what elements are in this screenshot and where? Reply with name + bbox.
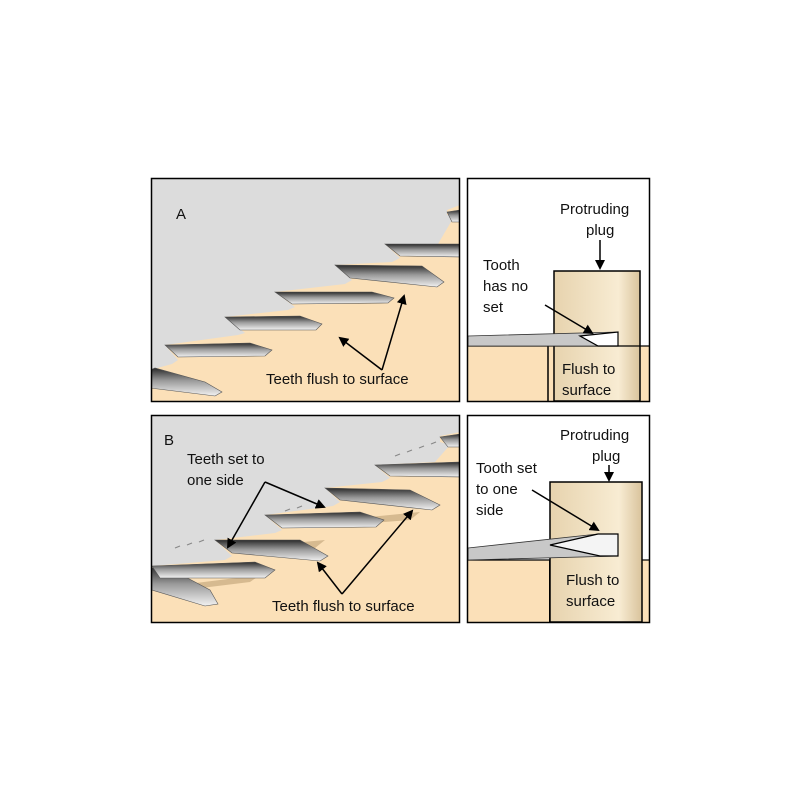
panel-b-flush-label: Teeth flush to surface: [272, 598, 415, 615]
panel-a-tooth-2: [164, 342, 273, 358]
panel-b-letter: B: [164, 432, 174, 449]
panel-a-bottom-label-1: Flush to: [562, 361, 615, 378]
panel-b-flush-arrow-1: [316, 561, 343, 595]
panel-b-tooth-5: [324, 487, 441, 511]
panel-b-set-label-1: Teeth set to: [187, 451, 265, 468]
panel-a-plug-detail: Protruding plug Tooth has no set Flush t…: [466, 177, 651, 403]
panel-b-set-marks: [174, 441, 437, 549]
panel-a-arrow-1: [338, 336, 383, 371]
panel-b-tooth-3: [214, 539, 329, 562]
panel-a-tooth-label-2: has no: [483, 278, 528, 295]
panel-a-frame: [150, 177, 461, 403]
panel-b-detail-frame: [466, 414, 651, 624]
panel-a-tooth-label-1: Tooth: [483, 257, 520, 274]
panel-b-saw-teeth: B Teeth set to one side Teeth flush to s…: [150, 414, 461, 624]
panel-b-tooth-7: [439, 433, 459, 448]
panel-a-top-label-1: Protruding: [560, 201, 629, 218]
panel-a-tooth-1: [152, 367, 223, 397]
panel-a-tooth-arrow: [544, 304, 594, 335]
panel-b-bottom-label-1: Flush to: [566, 572, 619, 589]
panel-b-tooth-4: [264, 511, 385, 529]
panel-b-tooth-label-1: Tooth set: [476, 460, 538, 477]
panel-b-tooth-label-2: to one: [476, 481, 518, 498]
panel-b-blade-face: [152, 416, 459, 566]
panel-a-letter: A: [176, 206, 186, 223]
panel-a-tooth-6: [384, 243, 459, 258]
panel-a-arrow-2: [381, 294, 407, 371]
panel-b-flush-arrow-2: [341, 509, 414, 595]
panel-a-tooth-5: [334, 264, 445, 288]
panel-a-blade-face: [152, 179, 459, 370]
panel-b-top-label-2: plug: [592, 448, 620, 465]
panel-a-saw-teeth: A Teeth flush to surface: [150, 177, 461, 403]
panel-b-detail-tooth: [549, 533, 619, 557]
panel-b-tooth-label-3: side: [476, 502, 504, 519]
panel-b-tooth-6: [374, 461, 459, 478]
panel-a-bottom-label-2: surface: [562, 382, 611, 399]
panel-b-top-label-1: Protruding: [560, 427, 629, 444]
panel-a-tooth-label-3: set: [483, 299, 504, 316]
panel-a-detail-frame: [466, 177, 651, 403]
panel-a-tooth-7: [446, 209, 459, 223]
panel-a-top-label-2: plug: [586, 222, 614, 239]
panel-b-bottom-label-2: surface: [566, 593, 615, 610]
panel-b-plug-detail: Protruding plug Tooth set to one side Fl…: [466, 414, 651, 624]
panel-a-detail-tooth: [578, 331, 619, 347]
panel-b-tooth-2: [152, 561, 276, 579]
panel-a-tooth-4: [274, 291, 395, 305]
panel-b-frame: [150, 414, 461, 624]
panel-b-set-arrow-2: [264, 481, 326, 509]
panel-a-tooth-3: [224, 315, 323, 331]
panel-a-flush-label: Teeth flush to surface: [266, 371, 409, 388]
panel-b-set-arrow-1: [227, 481, 266, 549]
panel-b-set-label-2: one side: [187, 472, 244, 489]
panel-b-tooth-arrow: [531, 489, 600, 532]
